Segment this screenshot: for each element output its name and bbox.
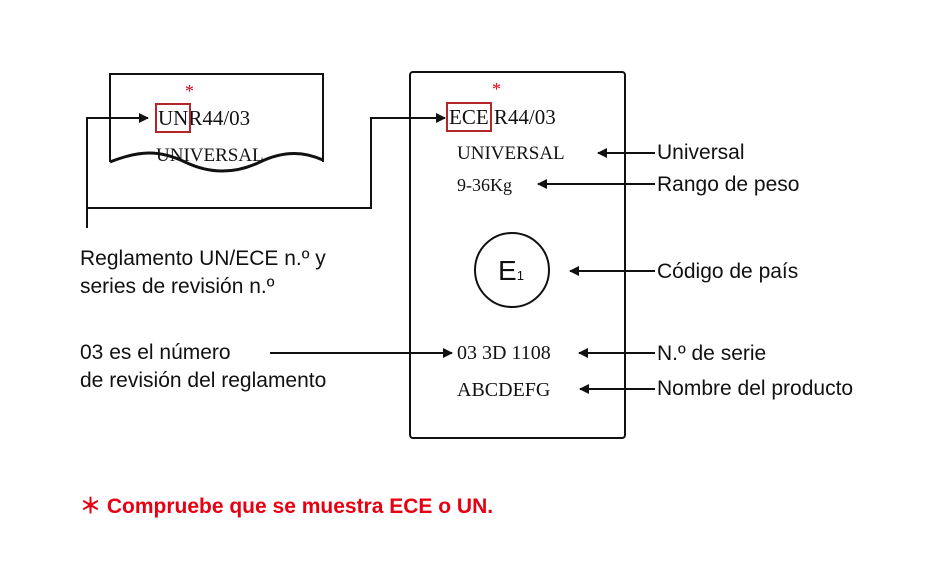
large-regulation-code: ECE R44/03 <box>446 102 556 132</box>
small-regulation-code: UNR44/03 <box>154 103 251 133</box>
country-mark-circle <box>474 232 550 308</box>
product-value: ABCDEFG <box>457 379 551 401</box>
ece-prefix-highlight: ECE <box>446 102 492 132</box>
serial-value: 03 3D 1108 <box>457 342 551 364</box>
large-code: R44/03 <box>493 105 556 129</box>
regulation-caption-1: Reglamento UN/ECE n.º y <box>80 247 326 270</box>
product-caption: Nombre del producto <box>657 377 854 400</box>
revision-caption-1: 03 es el número <box>80 341 231 364</box>
mark-letter: E <box>498 255 517 286</box>
un-prefix-highlight: UN <box>154 103 192 133</box>
weight-caption: Rango de peso <box>657 173 800 196</box>
small-category: UNIVERSAL <box>156 145 264 166</box>
large-category: UNIVERSAL <box>457 143 565 164</box>
small-label-wavy-edge <box>109 151 324 173</box>
revision-caption-2: de revisión del reglamento <box>80 369 327 392</box>
serial-caption: N.º de serie <box>657 342 767 365</box>
small-code: R44/03 <box>188 106 251 130</box>
regulation-caption-2: series de revisión n.º <box>80 275 275 298</box>
universal-caption: Universal <box>657 141 745 164</box>
large-label-outline <box>409 71 626 439</box>
country-caption: Código de país <box>657 260 799 283</box>
footnote: ＊ Compruebe que se muestra ECE o UN. <box>80 495 494 518</box>
country-mark: E1 <box>498 257 524 285</box>
small-asterisk: * <box>185 81 194 101</box>
mark-number: 1 <box>516 268 524 283</box>
weight-value: 9-36Kg <box>457 175 512 195</box>
large-asterisk: * <box>492 79 501 99</box>
